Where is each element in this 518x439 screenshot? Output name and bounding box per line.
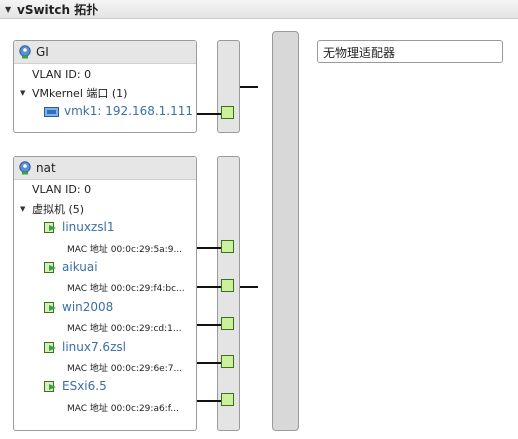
vswitch-portgroup-gi-connector <box>217 40 240 133</box>
vmkernel-section-label: VMkernel 端口 (1) <box>32 87 128 100</box>
uplink-wire <box>240 286 258 288</box>
switch-port-icon[interactable] <box>221 393 234 406</box>
connection-wire <box>197 362 221 364</box>
vm-link[interactable]: linuxzsl1 <box>62 220 115 234</box>
vm-link[interactable]: win2008 <box>62 300 114 314</box>
physical-adapter-label: 无物理适配器 <box>323 46 396 60</box>
vm-mac-address: MAC 地址 00:0c:29:a6:f... <box>67 404 179 414</box>
vmkernel-nic-icon <box>44 107 59 117</box>
vswitch-body <box>272 31 299 431</box>
connection-wire <box>197 286 221 288</box>
network-globe-icon <box>19 161 31 175</box>
virtual-machine-icon <box>44 342 56 353</box>
vm-mac-address: MAC 地址 00:0c:29:cd:1... <box>67 324 182 334</box>
collapse-triangle-icon[interactable]: ▼ <box>20 89 26 97</box>
vlan-id: VLAN ID: 0 <box>32 68 92 81</box>
virtual-machine-icon <box>44 262 56 273</box>
virtual-machine-icon <box>44 222 56 233</box>
portgroup-nat[interactable]: nat VLAN ID: 0 ▼ 虚拟机 (5) linuxzsl1 MAC 地… <box>13 156 197 431</box>
switch-port-icon[interactable] <box>221 355 234 368</box>
uplink-wire <box>240 86 258 88</box>
topology-title: vSwitch 拓扑 <box>17 2 99 17</box>
topology-header[interactable]: ▼ vSwitch 拓扑 <box>0 0 518 19</box>
portgroup-nat-header[interactable]: nat <box>14 157 196 180</box>
switch-port-icon[interactable] <box>221 240 234 253</box>
connection-wire <box>197 324 221 326</box>
virtual-machine-icon <box>44 302 56 313</box>
portgroup-gi-header[interactable]: GI <box>14 41 196 64</box>
physical-adapter-box[interactable]: 无物理适配器 <box>317 40 503 63</box>
network-globe-icon <box>19 45 31 59</box>
connection-wire <box>197 113 221 115</box>
switch-port-icon[interactable] <box>221 279 234 292</box>
vm-mac-address: MAC 地址 00:0c:29:5a:9... <box>67 245 183 255</box>
portgroup-gi[interactable]: GI VLAN ID: 0 ▼ VMkernel 端口 (1) vmk1: 19… <box>13 40 197 133</box>
connection-wire <box>197 247 221 249</box>
collapse-triangle-icon[interactable]: ▼ <box>20 205 26 213</box>
vm-mac-address: MAC 地址 00:0c:29:6e:7... <box>67 364 183 374</box>
switch-port-icon[interactable] <box>221 106 234 119</box>
virtual-machine-icon <box>44 381 56 392</box>
vswitch-portgroup-nat-connector <box>217 156 240 431</box>
vlan-id: VLAN ID: 0 <box>32 183 92 196</box>
vmkernel-port-link[interactable]: vmk1: 192.168.1.111 <box>64 104 194 118</box>
vm-mac-address: MAC 地址 00:0c:29:f4:bc... <box>67 284 185 294</box>
collapse-triangle-icon[interactable]: ▼ <box>5 4 12 14</box>
vm-link[interactable]: aikuai <box>62 260 98 274</box>
switch-port-icon[interactable] <box>221 317 234 330</box>
vm-link[interactable]: linux7.6zsl <box>62 340 126 354</box>
vm-link[interactable]: ESxi6.5 <box>62 379 107 393</box>
connection-wire <box>197 400 221 402</box>
vm-section-label: 虚拟机 (5) <box>32 203 85 216</box>
portgroup-name: GI <box>36 45 49 59</box>
portgroup-name: nat <box>36 161 56 175</box>
